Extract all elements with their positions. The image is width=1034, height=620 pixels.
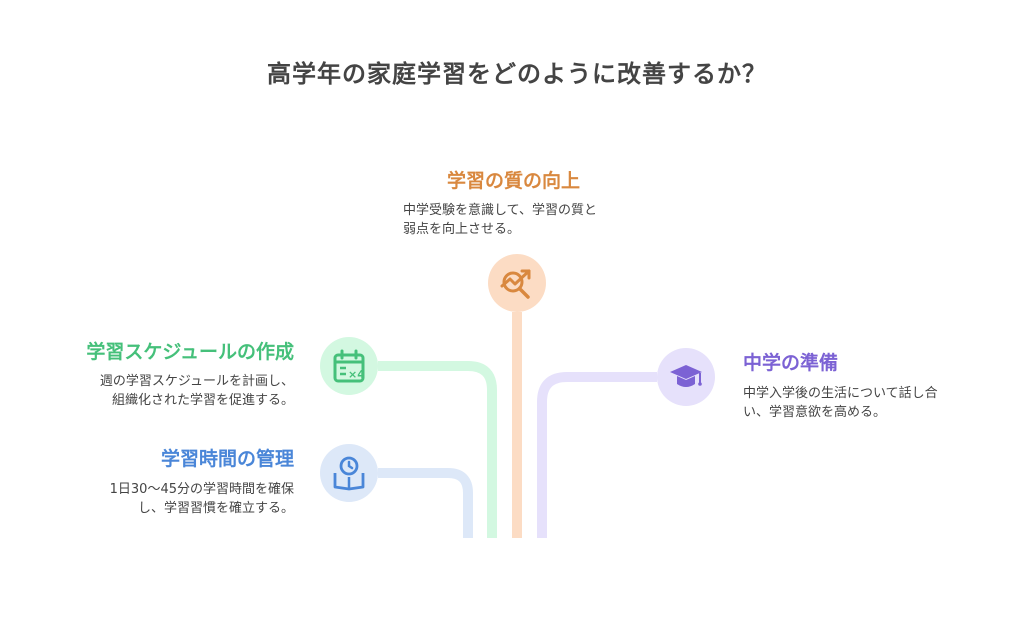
quality-description: 中学受験を意識して、学習の質と 弱点を向上させる。 — [403, 201, 643, 239]
middle-description: 中学入学後の生活について話し合 い、学習意欲を高める。 — [743, 384, 983, 422]
svg-text:×4: ×4 — [348, 368, 365, 381]
diagram-title: 高学年の家庭学習をどのように改善するか？ — [267, 60, 767, 88]
middle-description-line2: い、学習意欲を高める。 — [743, 405, 887, 420]
schedule-description-line1: 週の学習スケジュールを計画し、 — [99, 374, 294, 389]
time-circle — [320, 444, 378, 502]
schedule-heading: 学習スケジュールの作成 — [86, 341, 294, 363]
quality-description-line2: 弱点を向上させる。 — [403, 222, 521, 237]
chart-magnifier-icon — [500, 269, 531, 299]
time-description: 1日30〜45分の学習時間を確保 し、学習習慣を確立する。 — [54, 480, 294, 518]
schedule-circle: ×4 — [320, 337, 378, 395]
calendar-icon: ×4 — [333, 349, 365, 383]
clock-book-icon — [333, 456, 365, 491]
connector-schedule — [378, 361, 497, 538]
time-description-line2: し、学習習慣を確立する。 — [137, 501, 294, 516]
middle-circle — [657, 348, 715, 406]
quality-heading: 学習の質の向上 — [447, 170, 581, 192]
graduation-cap-icon — [670, 365, 702, 387]
middle-heading: 中学の準備 — [743, 352, 839, 374]
time-description-line1: 1日30〜45分の学習時間を確保 — [109, 482, 294, 497]
schedule-description: 週の学習スケジュールを計画し、 組織化された学習を促進する。 — [54, 372, 294, 410]
connector-middle — [537, 372, 657, 538]
time-heading: 学習時間の管理 — [160, 448, 294, 470]
middle-description-line1: 中学入学後の生活について話し合 — [743, 386, 938, 401]
connector-time — [378, 468, 473, 538]
schedule-description-line2: 組織化された学習を促進する。 — [111, 393, 294, 408]
quality-description-line1: 中学受験を意識して、学習の質と — [403, 203, 597, 218]
quality-circle — [488, 254, 546, 312]
